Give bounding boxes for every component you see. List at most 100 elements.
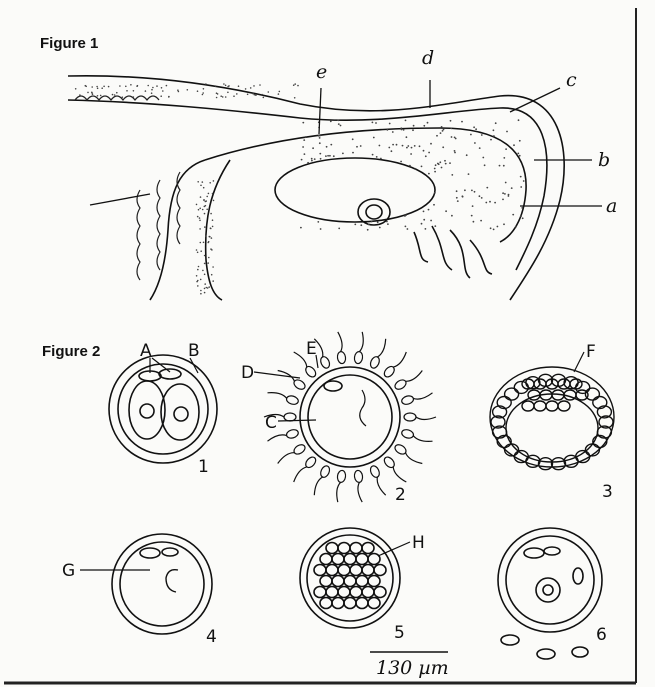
sperm-tail: [314, 477, 322, 495]
stipple-dot: [116, 92, 118, 94]
stipple-dot: [199, 208, 201, 210]
blastomere: [332, 576, 344, 587]
stipple-dot: [133, 90, 135, 92]
stipple-dot: [377, 221, 379, 223]
stipple-dot: [211, 274, 213, 276]
stipple-dot: [151, 89, 153, 91]
blastomere: [344, 554, 356, 565]
stipple-dot: [521, 207, 523, 209]
figure2-title: Figure 2: [42, 343, 100, 360]
stipple-dot: [252, 93, 254, 95]
stipple-dot: [202, 270, 204, 272]
stipple-dot: [410, 153, 412, 155]
stipple-dot: [212, 226, 214, 228]
stipple-dot: [279, 91, 281, 93]
stipple-dot: [342, 153, 344, 155]
stipple-dot: [100, 95, 102, 97]
stipple-dot: [403, 129, 405, 131]
stipple-dot: [220, 95, 222, 97]
stipple-dot: [449, 162, 451, 164]
stipple-dot: [204, 292, 206, 294]
sperm-tail: [413, 436, 432, 442]
stipple-dot: [268, 91, 270, 93]
sperm-tail: [278, 453, 295, 464]
stipple-dot: [204, 274, 206, 276]
stipple-dot: [421, 166, 423, 168]
stipple-dot: [200, 293, 202, 295]
sperm-head: [369, 355, 381, 369]
figure1-leaders: [90, 80, 602, 206]
stipple-dot: [200, 185, 202, 187]
stipple-dot: [210, 228, 212, 230]
trophoblast-cell: [564, 455, 578, 467]
stipple-dot: [200, 242, 202, 244]
stipple-dot: [519, 155, 521, 157]
epithelium-folds: [75, 96, 180, 280]
stipple-dot: [400, 161, 402, 163]
number-1: 1: [198, 457, 209, 477]
stipple-dot: [437, 163, 439, 165]
sperm-head: [286, 395, 300, 406]
sperm-head: [337, 351, 347, 364]
stipple-dot: [278, 93, 280, 95]
stipple-dot: [261, 94, 263, 96]
sperm-tail: [377, 339, 385, 357]
stipple-dot: [203, 88, 205, 90]
stipple-dot: [317, 221, 319, 223]
stipple-dot: [457, 200, 459, 202]
stipple-dot: [145, 90, 147, 92]
stipple-dot: [423, 125, 425, 127]
stipple-dot: [441, 167, 443, 169]
stipple-dot: [204, 206, 206, 208]
stipple-dot: [338, 123, 340, 125]
stipple-dot: [294, 97, 296, 99]
stipple-dot: [125, 86, 127, 88]
stipple-dot: [311, 160, 313, 162]
stipple-dot: [245, 88, 247, 90]
stipple-dot: [372, 154, 374, 156]
stipple-dot: [228, 85, 230, 87]
stipple-dot: [450, 127, 452, 129]
sperm-tail: [377, 477, 386, 495]
number-6: 6: [596, 625, 607, 645]
stipple-dot: [206, 196, 208, 198]
sperm-tail: [393, 352, 406, 367]
leader-C: [278, 420, 316, 421]
stipple-dot: [506, 131, 508, 133]
stipple-dot: [503, 157, 505, 159]
stipple-dot: [508, 195, 510, 197]
stipple-dot: [489, 201, 491, 203]
stipple-dot: [490, 139, 492, 141]
blastomere: [368, 554, 380, 565]
stipple-dot: [464, 189, 466, 191]
stipple-dot: [445, 163, 447, 165]
stipple-dot: [208, 257, 210, 259]
stipple-dot: [407, 228, 409, 230]
stipple-dot: [423, 211, 425, 213]
stipple-dot: [479, 147, 481, 149]
stipple-dot: [200, 290, 202, 292]
stipple-dot: [330, 144, 332, 146]
sperm-head: [382, 455, 396, 469]
stipple-dot: [304, 153, 306, 155]
blastomere: [314, 587, 326, 598]
stipple-dot: [225, 96, 227, 98]
label-F: F: [586, 342, 596, 362]
stipple-dot: [225, 85, 227, 87]
stipple-dot: [428, 209, 430, 211]
trophoblast-cell: [505, 388, 519, 400]
stipple-dot: [161, 87, 163, 89]
stipple-dot: [356, 146, 358, 148]
stipple-dot: [96, 86, 98, 88]
stipple-dot: [216, 97, 218, 99]
stipple-dot: [204, 255, 206, 257]
blastomere: [320, 576, 332, 587]
stipple-dot: [471, 215, 473, 217]
stipple-dot: [112, 94, 114, 96]
stipple-dot: [319, 153, 321, 155]
sperm-tail: [294, 467, 307, 482]
stipple-dot: [520, 215, 522, 217]
trophoblast-cell: [552, 458, 566, 470]
stipple-dot: [494, 202, 496, 204]
stipple-dot: [101, 87, 103, 89]
